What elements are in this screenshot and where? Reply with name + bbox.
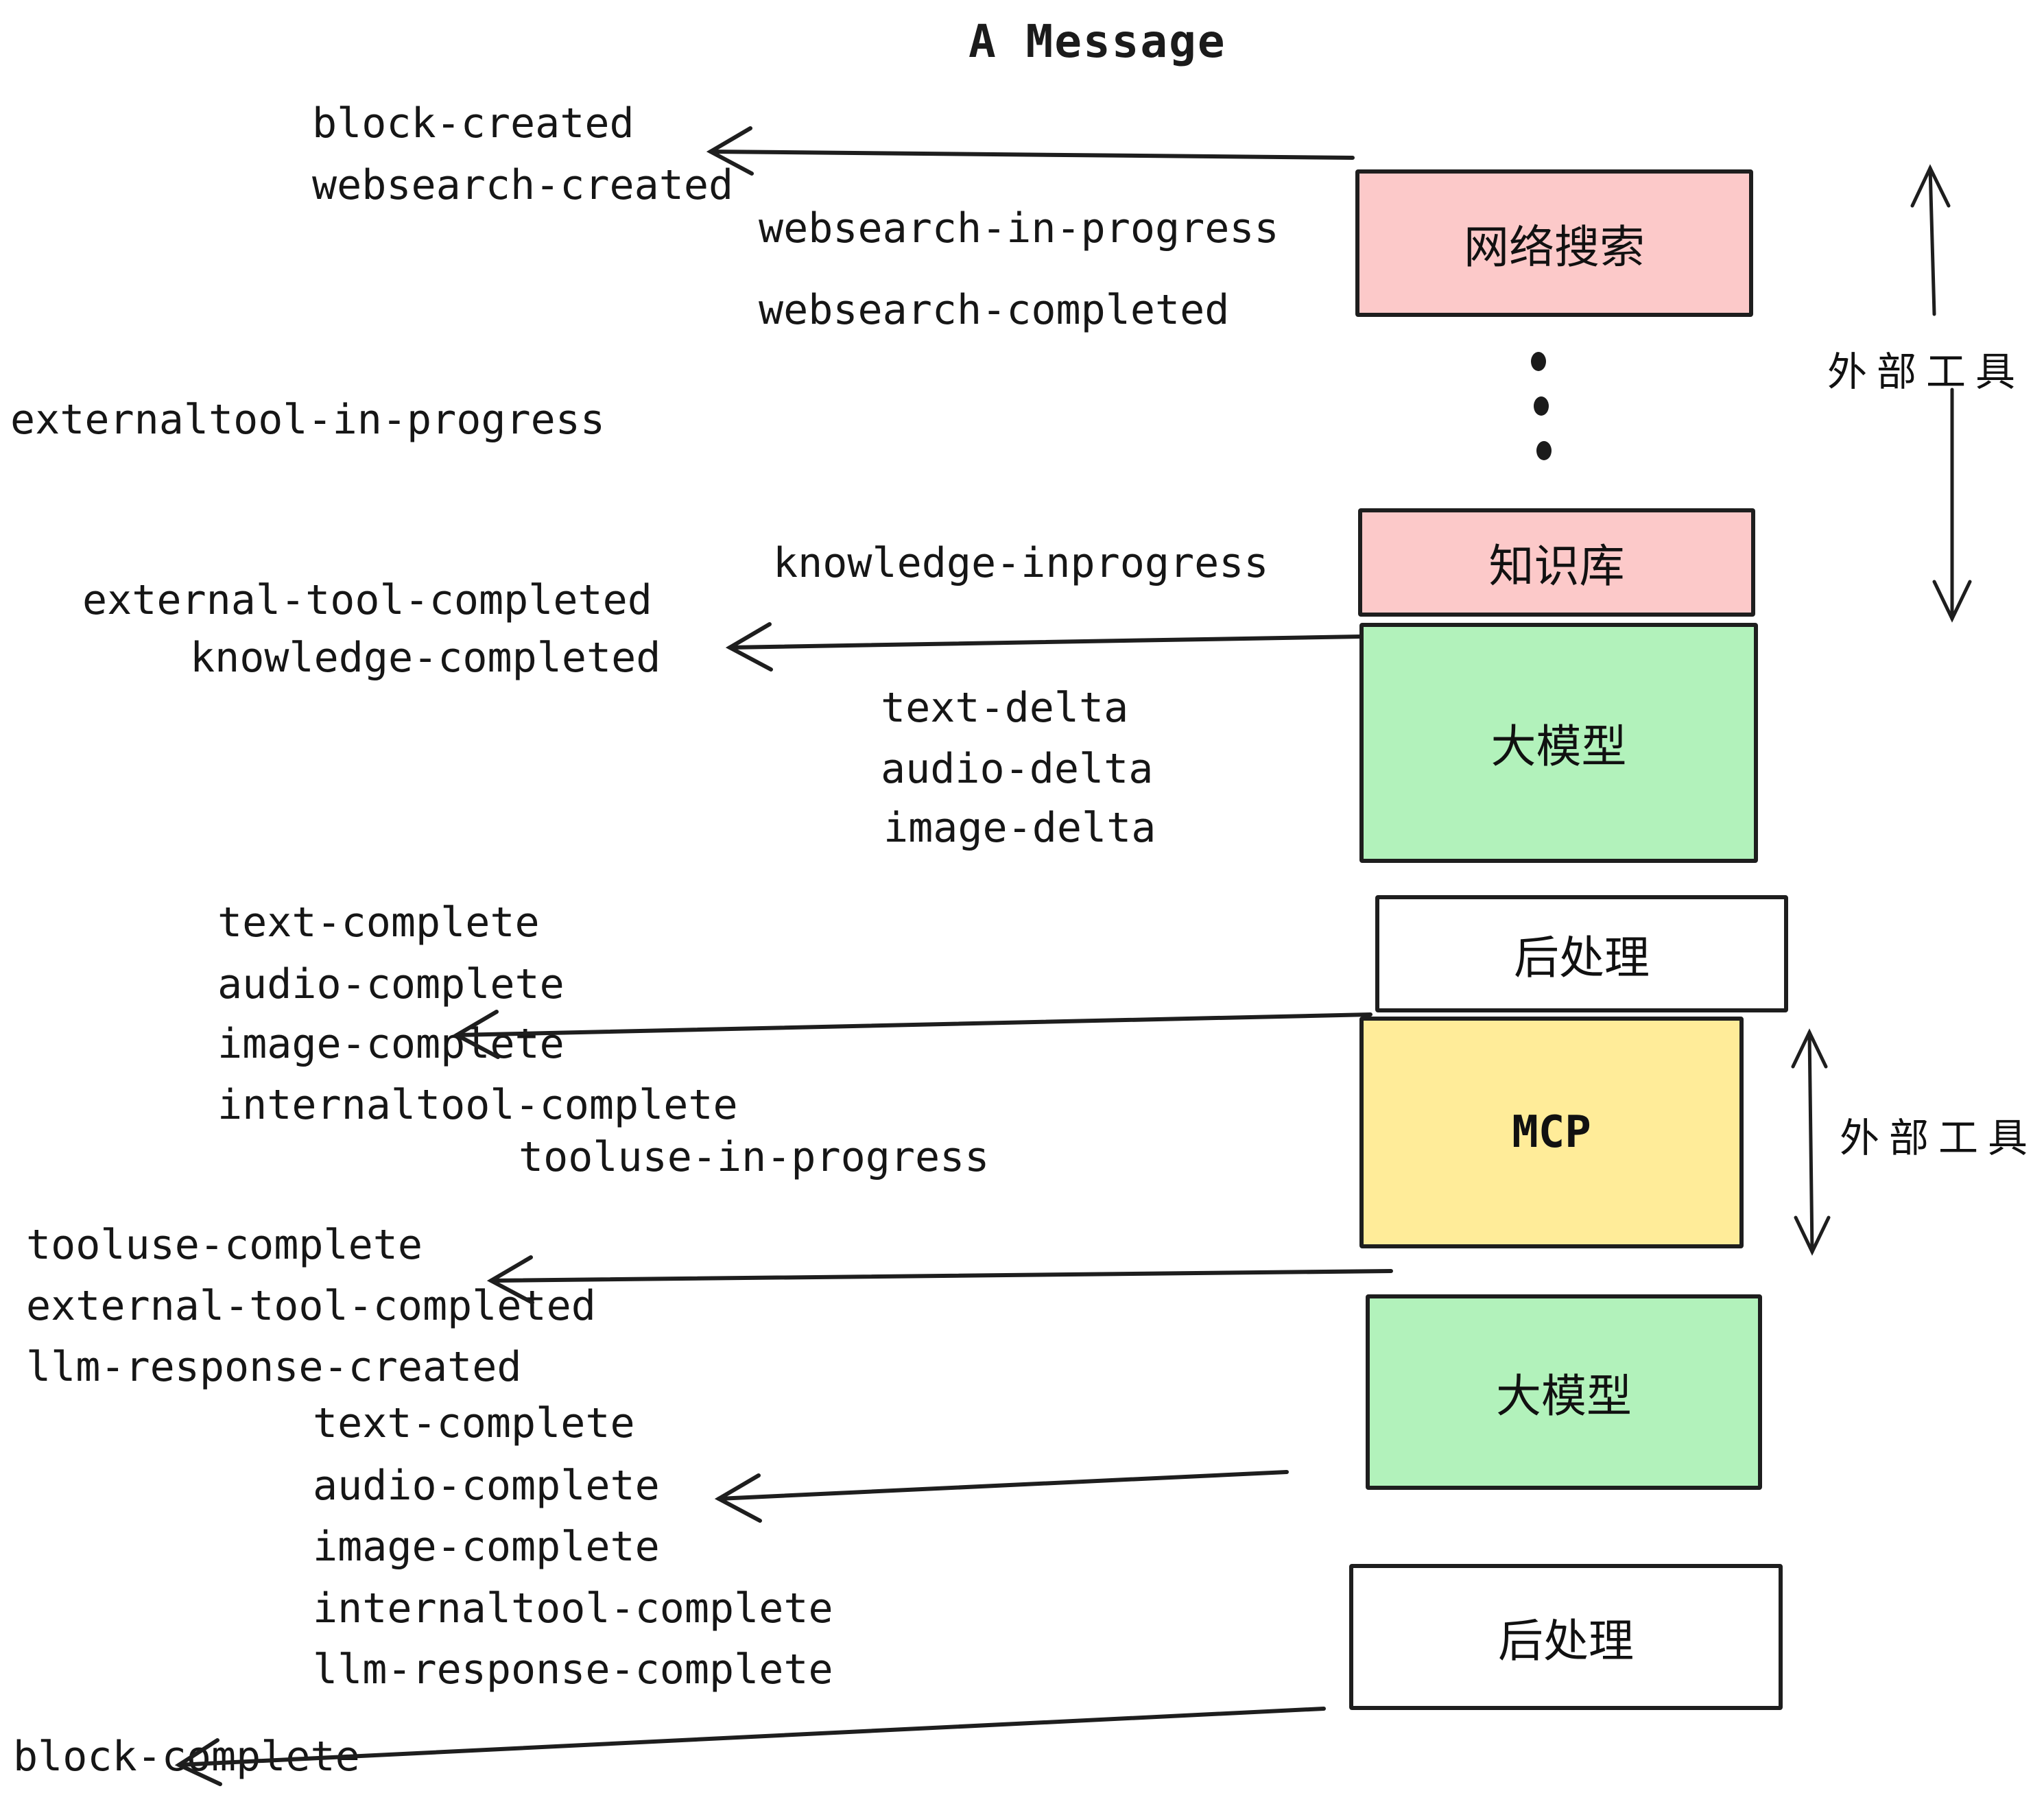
diagram-title: A Message [968,15,1226,68]
event-text-complete-2: text-complete [313,1399,635,1447]
box-llm-2: 大模型 [1366,1294,1762,1490]
arrow-to-audio-complete [714,1470,1289,1523]
event-audio-complete: audio-complete [217,960,565,1008]
event-image-complete-2: image-complete [313,1523,660,1571]
event-knowledge-inprogress: knowledge-inprogress [773,539,1269,587]
event-internaltool-complete: internaltool-complete [217,1081,738,1129]
event-external-tool-completed-2: external-tool-completed [26,1282,596,1330]
event-websearch-created: websearch-created [312,161,734,209]
external-tools-label-mcp: 外部工具 [1840,1106,2038,1163]
box-llm-1: 大模型 [1359,623,1758,863]
ellipsis-dots [1531,352,1552,460]
box-llm-1-label: 大模型 [1490,720,1627,773]
event-block-created: block-created [312,99,634,147]
event-externaltool-in-progress: externaltool-in-progress [10,396,605,444]
event-image-complete: image-complete [217,1020,565,1068]
event-tooluse-in-progress: tooluse-in-progress [519,1133,990,1181]
event-internaltool-complete-2: internaltool-complete [313,1585,833,1633]
external-tools-label-top: 外部工具 [1827,340,2025,397]
arrow-to-image-complete [452,1010,1372,1059]
event-knowledge-completed: knowledge-completed [190,634,661,682]
external-tools-double-arrow-mcp [1791,1028,1831,1256]
box-postprocess-1-label: 后处理 [1514,931,1650,984]
box-websearch-label: 网络搜索 [1464,220,1645,274]
arrow-to-block-created [706,126,1355,176]
event-text-delta: text-delta [881,684,1129,732]
event-llm-response-created: llm-response-created [26,1343,522,1391]
box-mcp: MCP [1359,1017,1744,1248]
arrow-to-tooluse-complete [486,1255,1393,1305]
event-websearch-in-progress: websearch-in-progress [759,204,1279,252]
event-tooluse-complete: tooluse-complete [26,1221,423,1269]
box-knowledge-label: 知识库 [1488,540,1625,593]
box-postprocess-1: 后处理 [1375,895,1788,1012]
event-text-complete: text-complete [217,899,540,947]
box-postprocess-2: 后处理 [1349,1564,1783,1710]
event-block-complete: block-complete [13,1733,360,1781]
event-external-tool-completed: external-tool-completed [82,576,652,624]
box-knowledge: 知识库 [1358,508,1755,617]
box-llm-2-label: 大模型 [1496,1369,1632,1423]
box-mcp-label: MCP [1512,1107,1591,1158]
event-image-delta: image-delta [883,804,1156,852]
event-llm-response-complete: llm-response-complete [313,1646,833,1694]
box-postprocess-2-label: 后处理 [1498,1614,1634,1667]
box-websearch: 网络搜索 [1355,169,1753,317]
arrow-to-knowledge-completed [725,622,1363,672]
event-audio-delta: audio-delta [881,745,1154,793]
event-websearch-completed: websearch-completed [759,286,1230,334]
event-audio-complete-2: audio-complete [313,1462,660,1510]
